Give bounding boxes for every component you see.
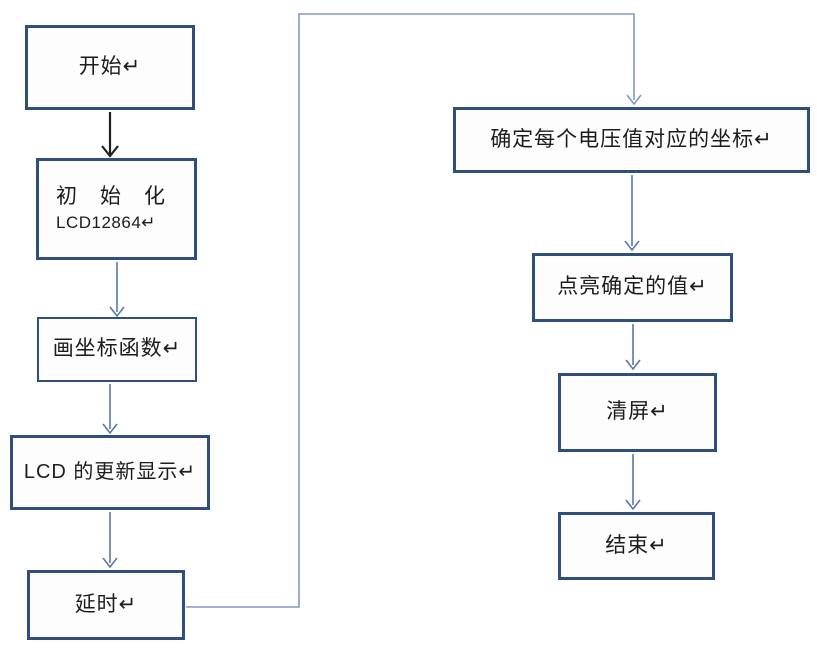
node-start: 开始↵ — [25, 25, 195, 110]
arrow-start-to-init — [101, 112, 119, 158]
arrow-lcd-update-to-delay — [102, 512, 118, 569]
node-map-voltage-coords-label: 确定每个电压值对应的坐标↵ — [490, 127, 773, 151]
arrow-map-voltage-to-light-value — [624, 175, 640, 252]
node-end: 结束↵ — [558, 512, 715, 580]
node-init-line2: LCD12864↵ — [56, 212, 157, 232]
node-delay: 延时↵ — [27, 570, 185, 640]
node-light-value: 点亮确定的值↵ — [532, 253, 733, 322]
node-lcd-update-label: LCD 的更新显示↵ — [23, 461, 197, 483]
arrow-light-value-to-clear-screen — [625, 324, 641, 371]
arrow-clear-screen-to-end — [625, 454, 641, 511]
node-map-voltage-coords: 确定每个电压值对应的坐标↵ — [453, 107, 810, 173]
node-init-line1: 初 始 化 — [56, 185, 166, 209]
node-init-lcd12864: 初 始 化 LCD12864↵ — [36, 158, 197, 260]
node-draw-axes-label: 画坐标函数↵ — [52, 337, 182, 361]
arrow-init-to-draw-axes — [109, 262, 125, 318]
node-clear-screen: 清屏↵ — [558, 373, 717, 452]
node-draw-axes: 画坐标函数↵ — [37, 317, 197, 382]
node-end-label: 结束↵ — [605, 533, 668, 557]
node-light-value-label: 点亮确定的值↵ — [557, 275, 708, 299]
node-delay-label: 延时↵ — [74, 592, 138, 616]
node-lcd-update: LCD 的更新显示↵ — [10, 435, 210, 510]
node-start-label: 开始↵ — [78, 55, 142, 79]
arrow-draw-axes-to-lcd-update — [102, 384, 118, 435]
node-clear-screen-label: 清屏↵ — [606, 400, 669, 424]
